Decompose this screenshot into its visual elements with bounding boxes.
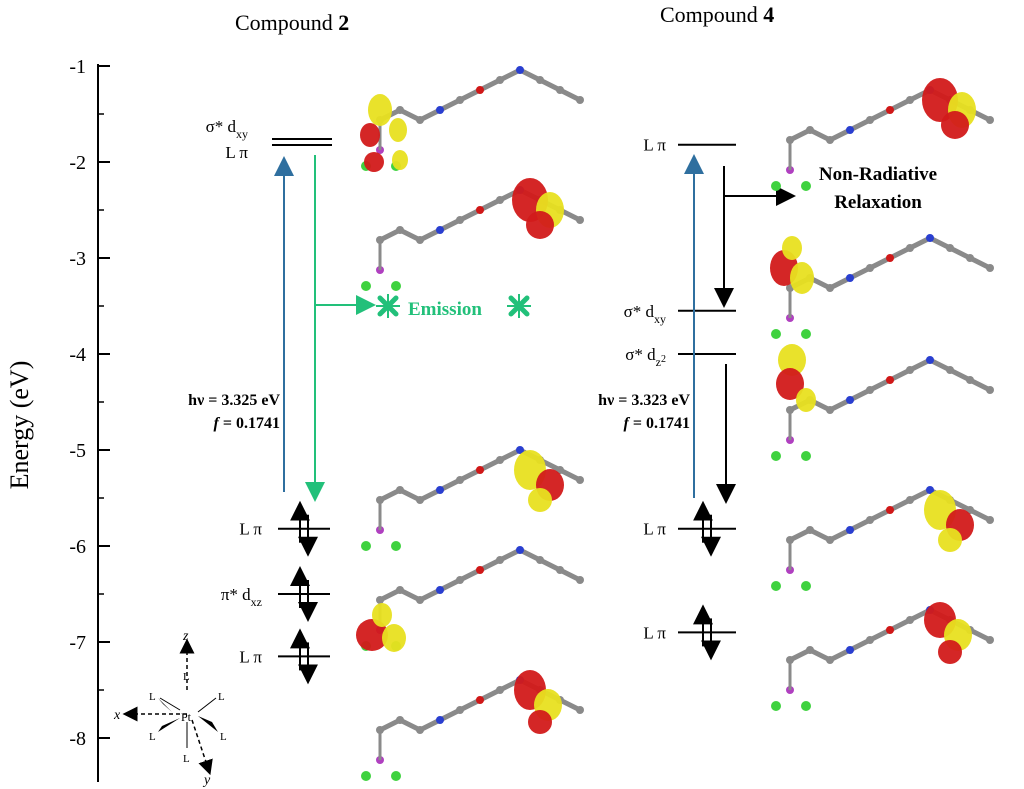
compound-4-excitation-energy: hν = 3.323 eV — [598, 392, 690, 409]
relaxation-label-line-1: Non-Radiative — [819, 164, 937, 185]
ligand-label-2: L — [218, 691, 225, 703]
orbital-molecule — [361, 670, 584, 781]
axis-tick-label: -3 — [69, 248, 86, 270]
compound-2-excitation-energy: hν = 3.325 eV — [188, 392, 280, 409]
energy-level-label: L π — [643, 520, 666, 539]
ligand-label-6: L — [183, 671, 190, 683]
orbital-molecule — [361, 446, 584, 551]
ligand-label-5: L — [183, 753, 190, 765]
orbital-molecule — [361, 178, 584, 291]
orbital-molecule — [360, 66, 584, 172]
axis-tick-label: -1 — [69, 56, 86, 78]
ligand-label-4: L — [220, 731, 227, 743]
orbital-pictures — [356, 66, 994, 781]
energy-level-label: L π — [643, 623, 666, 642]
compound-4-oscillator-strength: f = 0.1741 — [624, 415, 690, 432]
energy-level-label: π* dxz — [221, 585, 262, 609]
axis-tick-label: -2 — [69, 152, 86, 174]
y-axis-label: y — [202, 773, 211, 788]
compound-4-title: Compound 4 — [660, 2, 774, 27]
energy-level-label: L π — [239, 647, 262, 666]
energy-level-label: L π — [643, 136, 666, 155]
energy-level-label: σ* dxy — [624, 302, 666, 326]
energy-level-label: σ* dxy — [206, 117, 248, 141]
ligand-label-1: L — [149, 691, 156, 703]
compound-2-oscillator-strength: f = 0.1741 — [214, 415, 280, 432]
orbital-molecule — [770, 234, 994, 339]
compound-2-title: Compound 2 — [235, 10, 349, 35]
compound-2-levels: σ* dxy L π L π π* dxz L π — [206, 117, 332, 685]
axis-tick-label: -6 — [69, 536, 86, 558]
emission-star-right — [507, 294, 531, 318]
coordinate-inset: z x y Pt L L L L L L — [113, 629, 227, 788]
emission-label: Emission — [408, 299, 482, 320]
orbital-molecule — [771, 602, 994, 711]
z-axis-label: z — [182, 629, 189, 644]
energy-level-label: L π — [225, 143, 248, 162]
energy-level-label: σ* dz2 — [625, 345, 666, 369]
orbital-molecule — [771, 78, 994, 191]
orbital-molecule — [356, 546, 584, 652]
axis-tick-label: -7 — [69, 632, 86, 654]
x-axis-label: x — [113, 708, 121, 723]
axis-tick-label: -4 — [69, 344, 86, 366]
compound-4-levels: L π σ* dxy σ* dz2 L π L π — [624, 136, 736, 661]
y-axis-arrow — [191, 719, 213, 776]
orbital-molecule — [771, 344, 994, 461]
energy-level-label: L π — [239, 520, 262, 539]
energy-axis-label: Energy (eV) — [5, 361, 34, 490]
relaxation-label-line-2: Relaxation — [834, 192, 922, 213]
emission-star-left — [376, 294, 400, 318]
axis-tick-label: -8 — [69, 728, 86, 750]
ligand-label-3: L — [149, 731, 156, 743]
metal-label: Pt — [181, 710, 192, 724]
energy-axis-ticks: -1 -2 -3 -4 -5 -6 -7 -8 — [69, 56, 110, 750]
axis-tick-label: -5 — [69, 440, 86, 462]
orbital-molecule — [771, 486, 994, 591]
